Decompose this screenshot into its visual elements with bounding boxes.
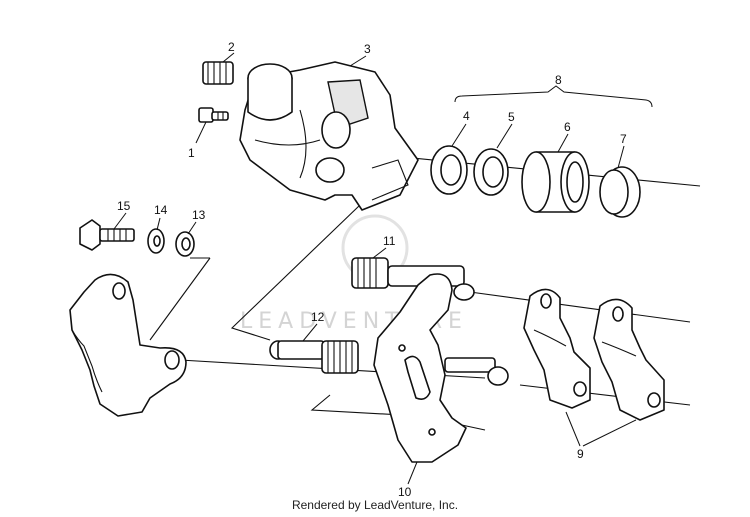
- boot-part: [473, 148, 509, 196]
- group-bracket: [454, 85, 653, 108]
- callout-8: 8: [555, 73, 562, 87]
- mounting-bracket-part: [373, 273, 509, 463]
- pin-upper-part: [351, 257, 475, 301]
- callout-5: 5: [508, 110, 515, 124]
- footer-credit: Rendered by LeadVenture, Inc.: [291, 498, 459, 512]
- callout-6: 6: [564, 120, 571, 134]
- callout-1: 1: [188, 146, 195, 160]
- cap-part: [599, 166, 641, 218]
- callout-2: 2: [228, 40, 235, 54]
- callout-10: 10: [398, 485, 412, 499]
- pin-lower-part: [269, 340, 359, 374]
- callout-11: 11: [383, 234, 396, 248]
- callout-7: 7: [620, 132, 627, 146]
- brake-pad-right-part: [593, 298, 665, 421]
- brake-pad-left-part: [523, 288, 591, 409]
- caliper-body-part: [239, 61, 419, 211]
- callout-13: 13: [192, 208, 206, 222]
- seal-part: [430, 145, 468, 195]
- callout-3: 3: [364, 42, 371, 56]
- washer-part: [175, 231, 195, 257]
- callout-9: 9: [577, 447, 584, 461]
- callout-14: 14: [154, 203, 168, 217]
- callout-12: 12: [311, 310, 325, 324]
- piston-part: [521, 151, 590, 213]
- callout-labels: 2 1 3 8 4 5 6 7 15 14 13 11 12 10 9: [117, 40, 627, 499]
- callout-4: 4: [463, 109, 470, 123]
- bleed-screw-part: [202, 61, 234, 85]
- fitting-part: [198, 107, 229, 123]
- lock-washer-part: [147, 228, 165, 254]
- bolt-part: [79, 219, 135, 251]
- leader-lines: [113, 52, 637, 485]
- torque-arm-part: [69, 273, 187, 417]
- callout-15: 15: [117, 199, 131, 213]
